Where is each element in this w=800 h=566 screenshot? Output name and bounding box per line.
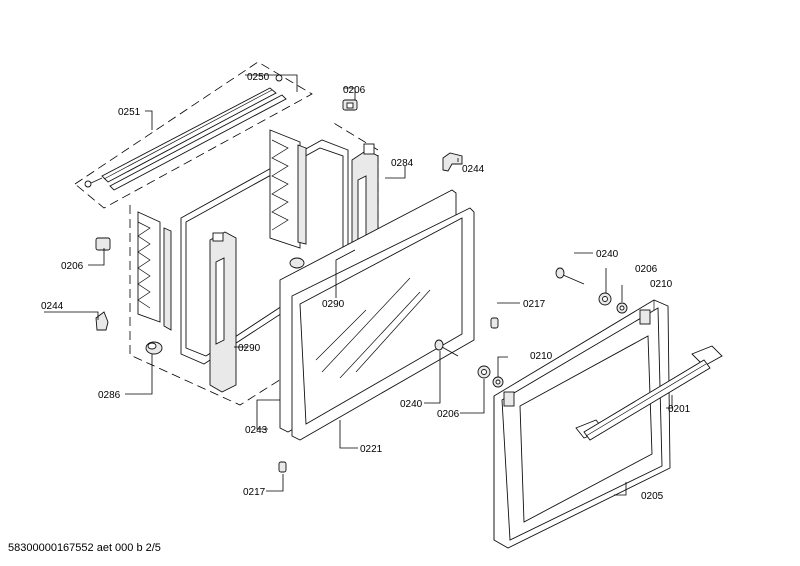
- right-hinge-bracket: [269, 129, 307, 249]
- callout-0250: 0250: [247, 72, 270, 83]
- callout-0221: 0221: [360, 444, 383, 455]
- document-id-footer: 58300000167552 aet 000 b 2/5: [8, 542, 161, 554]
- clip-part-0217-bottom: [278, 461, 287, 473]
- hinge-strip-left: [209, 231, 237, 393]
- clip-part-0244-right: [442, 152, 463, 172]
- callout-0210-top: 0210: [650, 279, 673, 290]
- callout-0290-left: 0290: [238, 343, 261, 354]
- washers-mid: [477, 365, 504, 388]
- callout-0206-mid: 0206: [635, 264, 658, 275]
- clip-part-0206-left: [95, 237, 111, 251]
- door-handle: [575, 345, 723, 441]
- callout-0290-center: 0290: [322, 299, 345, 310]
- top-trim-rail: [84, 74, 287, 191]
- callout-0243: 0243: [245, 425, 268, 436]
- callout-0240-mid: 0240: [400, 399, 423, 410]
- leader-lines: [44, 74, 673, 496]
- callout-0217-right: 0217: [523, 299, 546, 310]
- center-bushing: [289, 257, 305, 269]
- callout-0217-bottom: 0217: [243, 487, 266, 498]
- screw-part-mid: [434, 339, 459, 357]
- callout-0286: 0286: [98, 390, 121, 401]
- callout-0284: 0284: [391, 158, 414, 169]
- callout-0206-top: 0206: [343, 85, 366, 96]
- callout-0201: 0201: [668, 404, 691, 415]
- callout-0240-top: 0240: [596, 249, 619, 260]
- screw-part-top: [555, 267, 585, 285]
- clip-part-top: [342, 99, 358, 111]
- outer-door: [493, 299, 671, 549]
- callout-0244-right: 0244: [462, 164, 485, 175]
- clip-part-0217-right: [490, 317, 499, 329]
- callout-0251: 0251: [118, 107, 141, 118]
- callout-labels: 0250 0206 0251 0244 0284 0206 0244 0290 …: [41, 72, 691, 502]
- bushing-part-0286: [145, 341, 163, 355]
- callout-0210-mid: 0210: [530, 351, 553, 362]
- callout-0244-left: 0244: [41, 301, 64, 312]
- washers-top: [598, 292, 628, 314]
- clip-part-0244-left: [95, 311, 109, 331]
- callout-0206-left: 0206: [61, 261, 84, 272]
- callout-0205: 0205: [641, 491, 664, 502]
- left-hinge-bracket: [137, 211, 172, 331]
- glass-pane-front: [291, 207, 475, 441]
- callout-0206-low: 0206: [437, 409, 460, 420]
